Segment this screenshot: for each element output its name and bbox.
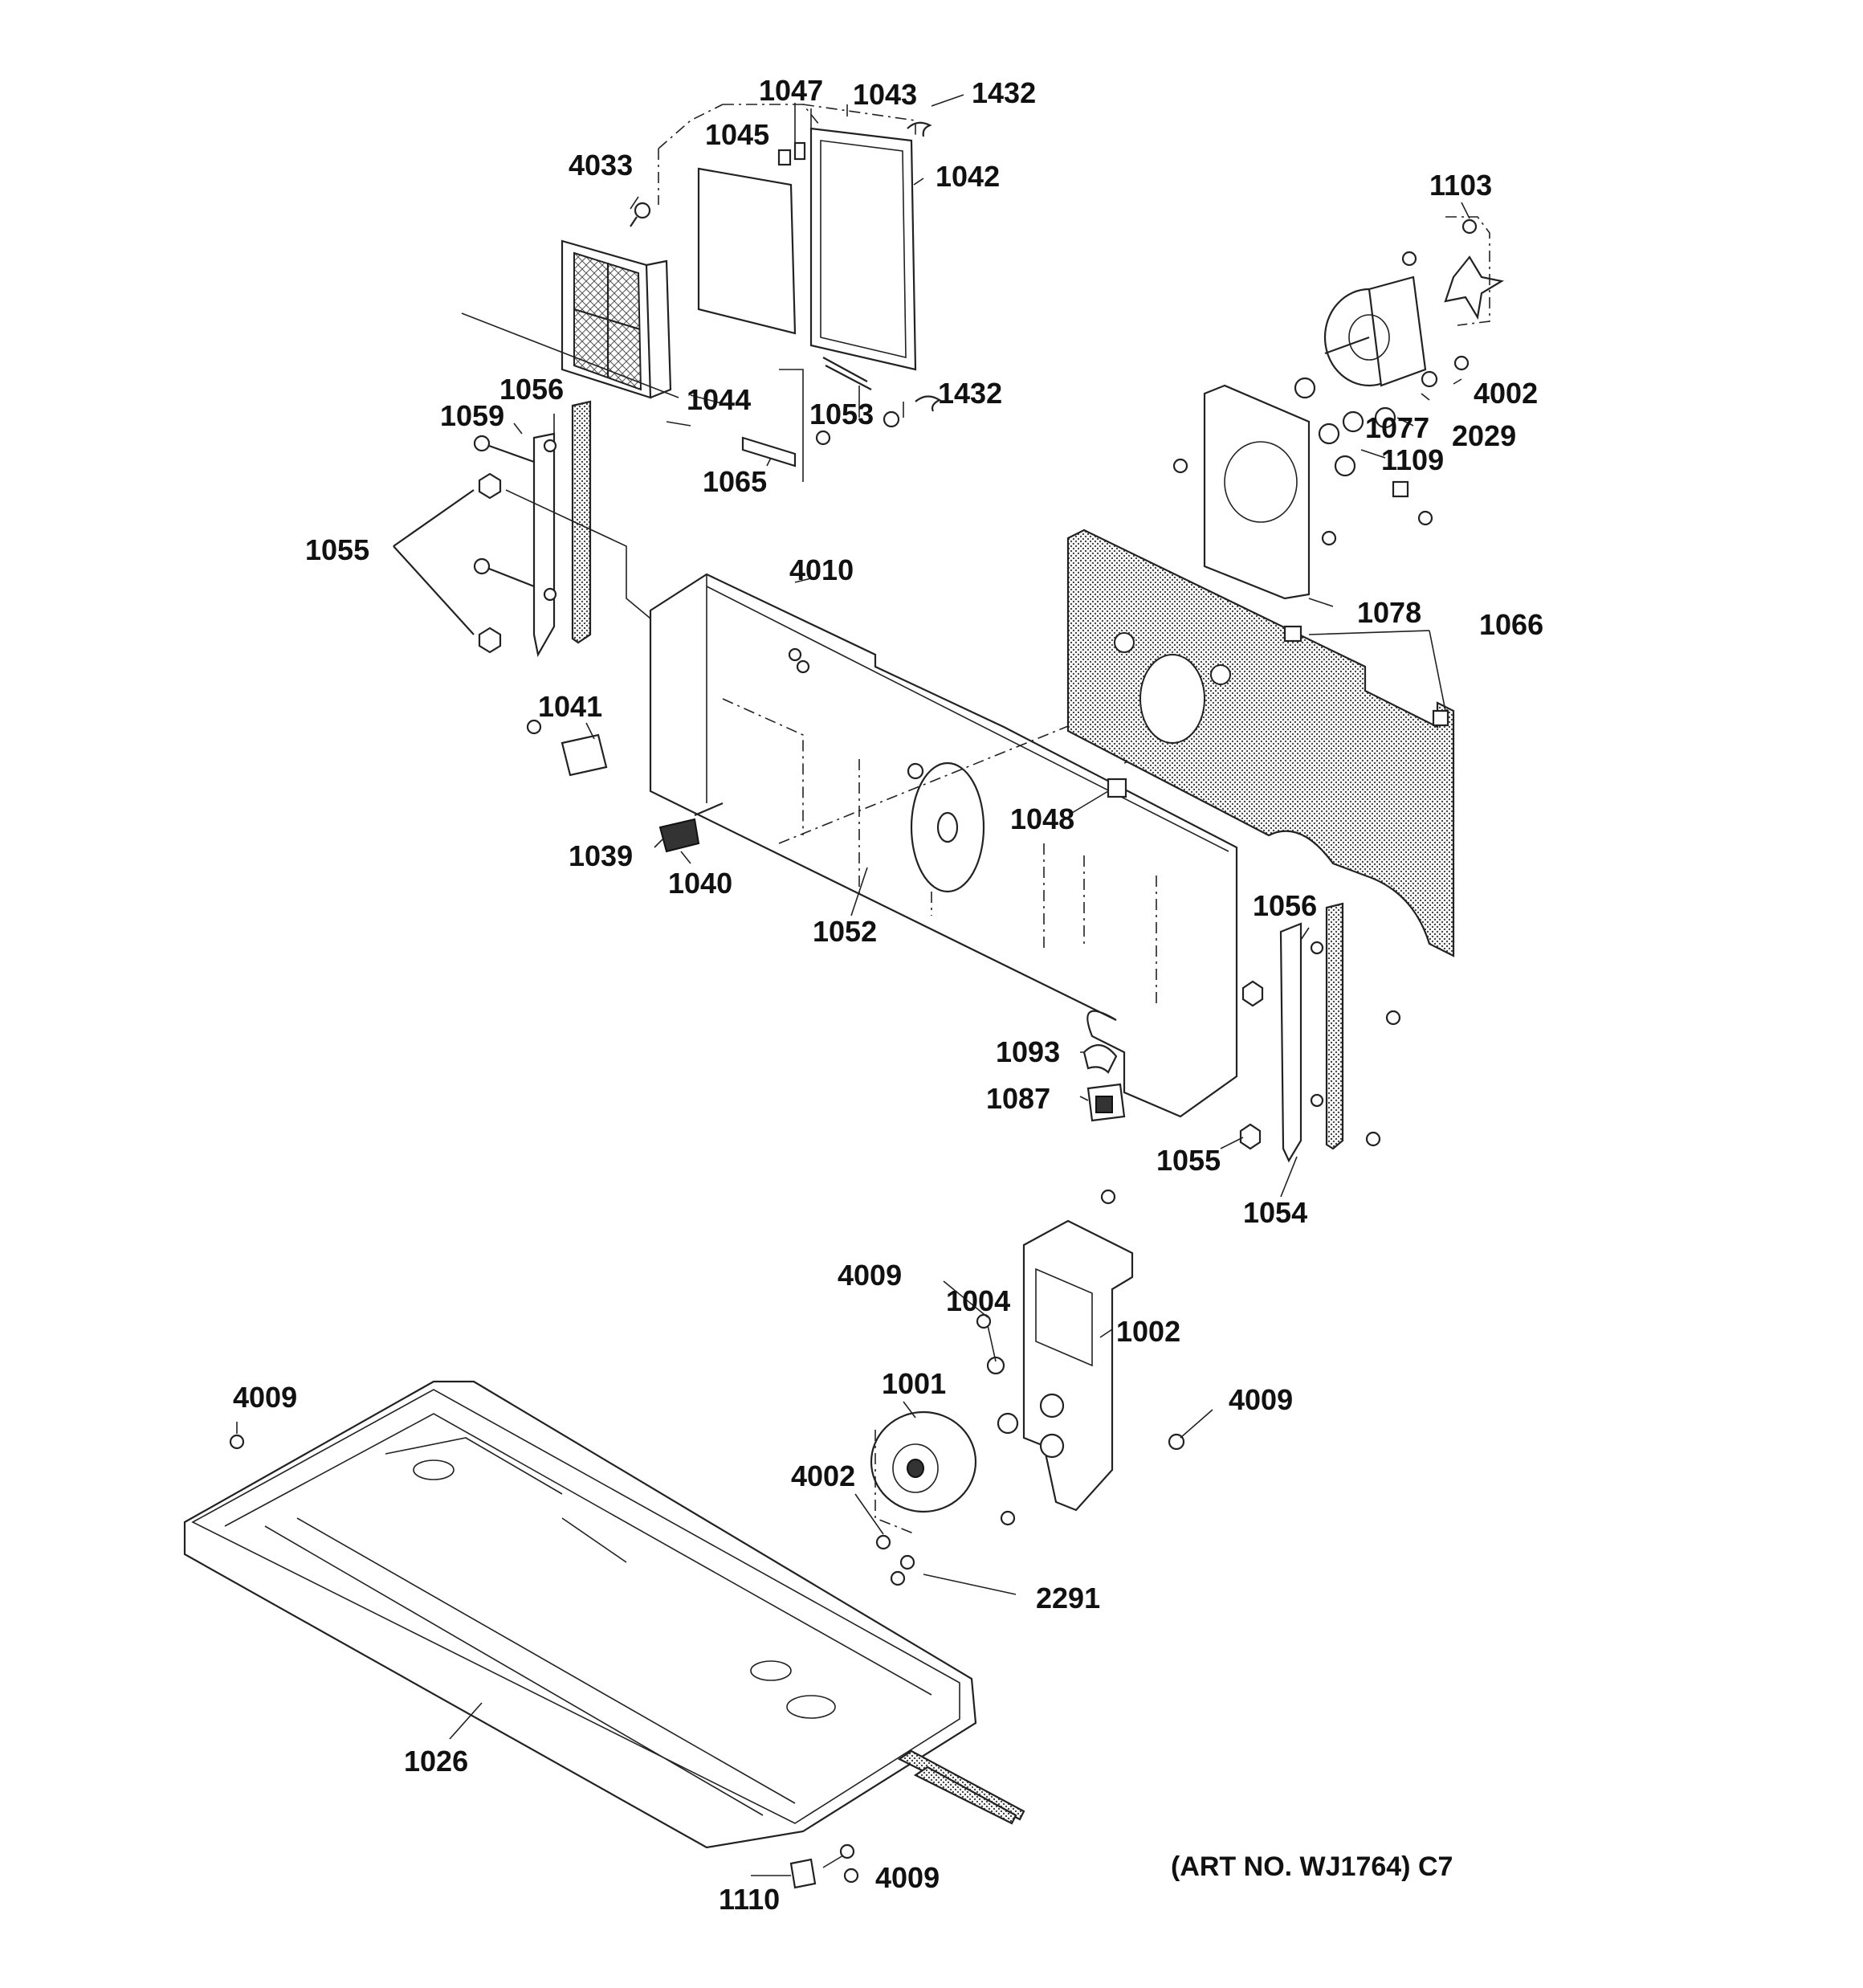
- part-label-1093: 1093: [996, 1035, 1060, 1068]
- part-label-1077: 1077: [1365, 411, 1429, 444]
- part-label-4010: 4010: [789, 553, 854, 586]
- part-label-1004: 1004: [946, 1284, 1010, 1317]
- insulation-panel: [1066, 529, 1455, 957]
- part-label-1002: 1002: [1116, 1315, 1180, 1348]
- part-label-1026: 1026: [404, 1745, 468, 1778]
- part-label-1044: 1044: [687, 383, 751, 416]
- fan-motor-assembly: [1172, 216, 1505, 600]
- part-label-1109: 1109: [1381, 443, 1444, 476]
- part-label-1041: 1041: [538, 690, 602, 723]
- part-label-1059: 1059: [440, 399, 504, 432]
- part-label-1065: 1065: [703, 465, 767, 498]
- part-label-1055: 1055: [305, 533, 369, 566]
- part-label-4009: 4009: [838, 1259, 902, 1292]
- part-label-4033: 4033: [569, 149, 633, 182]
- part-label-1103: 1103: [1429, 169, 1492, 202]
- part-label-4002: 4002: [1474, 377, 1538, 410]
- part-labels: 1047 1043 1432 1045 1042 4033 1103 1044 …: [233, 74, 1543, 1916]
- part-label-1054: 1054: [1243, 1196, 1307, 1229]
- filter-assembly: [461, 104, 942, 482]
- part-label-1078: 1078: [1357, 596, 1421, 629]
- part-label-4009: 4009: [875, 1861, 940, 1894]
- part-label-1052: 1052: [813, 915, 877, 948]
- left-side-brackets: [393, 400, 651, 658]
- part-label-1043: 1043: [853, 78, 917, 111]
- part-label-1047: 1047: [759, 74, 823, 107]
- part-label-4009: 4009: [1229, 1383, 1293, 1416]
- part-label-2029: 2029: [1452, 419, 1516, 452]
- part-label-1048: 1048: [1010, 802, 1074, 835]
- part-label-1040: 1040: [668, 867, 732, 900]
- part-label-1042: 1042: [936, 160, 1000, 193]
- leader-lines: [236, 94, 1470, 1876]
- part-label-1110: 1110: [719, 1883, 780, 1916]
- part-label-1056: 1056: [1253, 889, 1317, 922]
- right-side-brackets: [1239, 902, 1401, 1163]
- part-label-1053: 1053: [809, 398, 874, 431]
- part-label-1432: 1432: [972, 76, 1036, 109]
- chassis-panel: [526, 573, 1366, 1122]
- part-label-1056: 1056: [499, 373, 564, 406]
- part-label-1087: 1087: [986, 1082, 1050, 1115]
- blower-motor-assembly: [870, 1189, 1185, 1586]
- art-number-label: (ART NO. WJ1764) C7: [1171, 1851, 1453, 1882]
- part-label-1432: 1432: [938, 377, 1002, 410]
- part-label-1001: 1001: [882, 1367, 946, 1400]
- part-label-4002: 4002: [791, 1459, 855, 1492]
- part-label-1066: 1066: [1479, 608, 1543, 641]
- part-label-2291: 2291: [1036, 1582, 1100, 1614]
- base-pan: [183, 1380, 1025, 1889]
- part-label-1039: 1039: [569, 839, 633, 872]
- part-label-1045: 1045: [705, 118, 769, 151]
- part-label-1055: 1055: [1156, 1144, 1221, 1177]
- part-label-4009: 4009: [233, 1381, 297, 1414]
